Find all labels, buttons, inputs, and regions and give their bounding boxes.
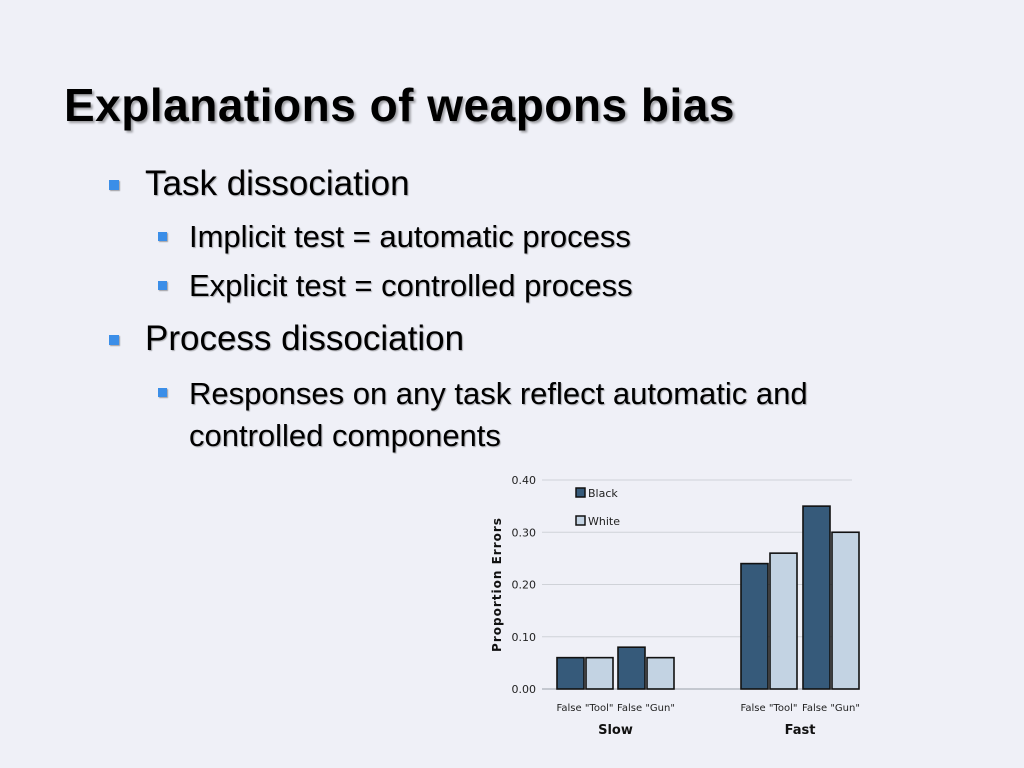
bullet-process-dissociation: Process dissociation: [109, 319, 465, 359]
bar-white: [646, 656, 675, 690]
bullet-square-icon: [158, 281, 167, 290]
bar-black: [617, 646, 646, 690]
legend-label: Black: [588, 487, 618, 500]
bullet-text-line-2: controlled components: [189, 418, 501, 453]
bullet-square-icon: [109, 335, 119, 345]
legend-swatch-white: [575, 515, 586, 526]
bullet-text: Process dissociation: [145, 319, 465, 358]
bar-white: [831, 531, 860, 690]
x-tick-label: False "Tool": [557, 703, 614, 714]
bullet-text: Explicit test = controlled process: [189, 268, 633, 303]
y-tick-label: 0.20: [512, 579, 537, 592]
y-tick-label: 0.30: [512, 526, 537, 539]
bar-white: [585, 656, 614, 690]
legend-swatch-black: [575, 487, 586, 498]
x-tick-label: False "Gun": [802, 703, 860, 714]
bullet-text: Implicit test = automatic process: [189, 219, 631, 254]
bar-black: [556, 656, 585, 690]
bullet-text: Task dissociation: [145, 164, 410, 203]
bar-black: [802, 505, 831, 690]
bullet-square-icon: [109, 180, 119, 190]
bullet-task-dissociation: Task dissociation: [109, 164, 410, 204]
legend-label: White: [588, 515, 620, 528]
bar-white: [769, 552, 798, 690]
bullet-text-line-1: Responses on any task reflect automatic …: [189, 376, 808, 411]
bullet-explicit-test: Explicit test = controlled process: [158, 268, 633, 304]
bullet-responses: Responses on any task reflect automatic …: [158, 373, 808, 457]
y-tick-label: 0.40: [512, 474, 537, 487]
group-label: Slow: [598, 723, 633, 738]
bullet-square-icon: [158, 232, 167, 241]
slide-title: Explanations of weapons bias: [64, 79, 735, 131]
bar-black: [740, 562, 769, 690]
bullet-square-icon: [158, 388, 167, 397]
y-axis-label: Proportion Errors: [490, 517, 504, 652]
x-tick-label: False "Tool": [741, 703, 798, 714]
group-label: Fast: [785, 723, 816, 738]
y-tick-label: 0.10: [512, 631, 537, 644]
x-tick-label: False "Gun": [617, 703, 675, 714]
y-tick-label: 0.00: [512, 683, 537, 696]
bullet-implicit-test: Implicit test = automatic process: [158, 219, 631, 255]
